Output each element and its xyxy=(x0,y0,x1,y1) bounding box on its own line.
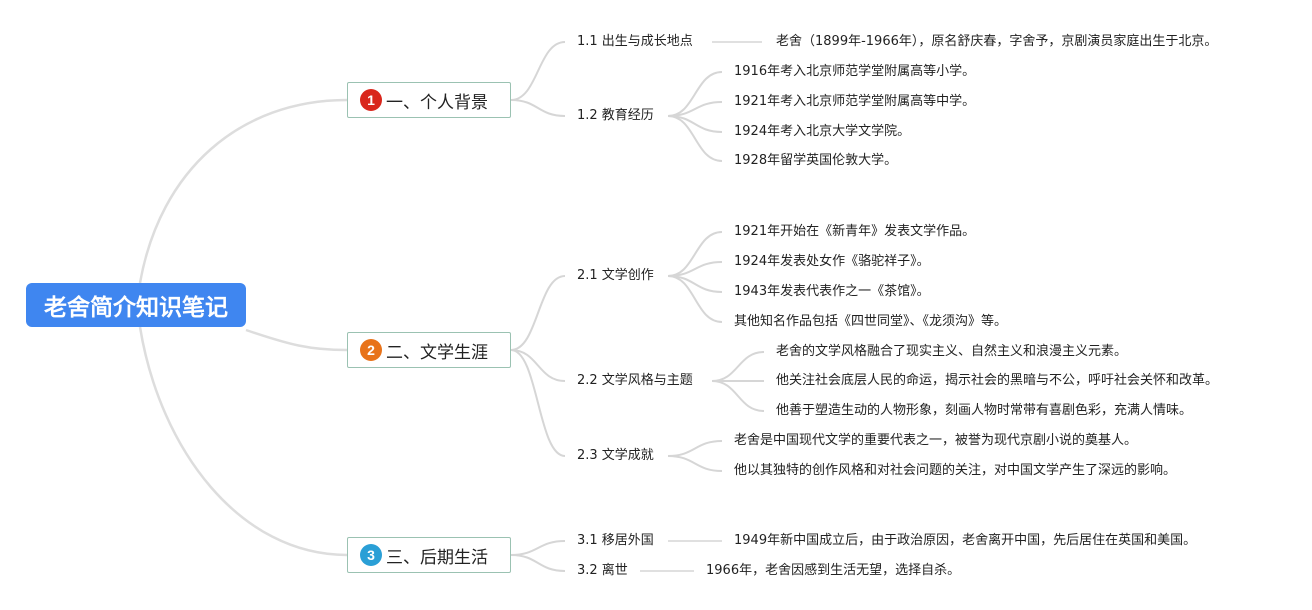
root-link-3 xyxy=(138,326,348,557)
subtopic-3-2[interactable]: 3.2 离世 xyxy=(577,563,628,578)
leaf-2-2-2[interactable]: 他关注社会底层人民的命运，揭示社会的黑暗与不公，呼吁社会关怀和改革。 xyxy=(776,373,1219,388)
branch-title-1: 一、个人背景 xyxy=(386,92,488,113)
link-b3-s1 xyxy=(510,540,566,556)
subtopic-1-2[interactable]: 1.2 教育经历 xyxy=(577,108,654,123)
leaf-2-1-1[interactable]: 1921年开始在《新青年》发表文学作品。 xyxy=(734,224,976,239)
link-b2-s2 xyxy=(510,349,566,382)
root-node[interactable]: 老舍简介知识笔记 xyxy=(26,283,246,327)
link-s22-l3 xyxy=(711,380,765,412)
root-title: 老舍简介知识笔记 xyxy=(44,295,228,321)
leaf-2-1-4[interactable]: 其他知名作品包括《四世同堂》、《龙须沟》等。 xyxy=(734,314,1008,329)
branch-node-2[interactable]: 2 二、文学生涯 xyxy=(347,332,511,368)
link-b1-s1 xyxy=(510,41,566,101)
leaf-1-2-3[interactable]: 1924年考入北京大学文学院。 xyxy=(734,124,911,139)
leaf-2-2-3[interactable]: 他善于塑造生动的人物形象，刻画人物时常带有喜剧色彩，充满人情味。 xyxy=(776,403,1193,418)
leaf-2-1-3[interactable]: 1943年发表代表作之一《茶馆》。 xyxy=(734,284,930,299)
leaf-3-1-1[interactable]: 1949年新中国成立后，由于政治原因，老舍离开中国，先后居住在英国和美国。 xyxy=(734,533,1197,548)
branch-node-1[interactable]: 1 一、个人背景 xyxy=(347,82,511,118)
leaf-2-3-2[interactable]: 他以其独特的创作风格和对社会问题的关注，对中国文学产生了深远的影响。 xyxy=(734,463,1177,478)
leaf-1-2-2[interactable]: 1921年考入北京师范学堂附属高等中学。 xyxy=(734,94,976,109)
link-s23-l2 xyxy=(667,455,723,472)
leaf-2-3-1[interactable]: 老舍是中国现代文学的重要代表之一，被誉为现代京剧小说的奠基人。 xyxy=(734,433,1138,448)
leaf-1-1-1[interactable]: 老舍（1899年-1966年），原名舒庆春，字舍予，京剧演员家庭出生于北京。 xyxy=(776,34,1218,49)
leaf-3-2-1[interactable]: 1966年，老舍因感到生活无望，选择自杀。 xyxy=(706,563,961,578)
link-b1-s2 xyxy=(510,99,566,117)
link-s23-l1 xyxy=(667,440,723,457)
link-b3-s2 xyxy=(510,554,566,572)
link-s12-l4 xyxy=(667,115,723,162)
leaf-2-2-1[interactable]: 老舍的文学风格融合了现实主义、自然主义和浪漫主义元素。 xyxy=(776,344,1128,359)
leaf-1-2-4[interactable]: 1928年留学英国伦敦大学。 xyxy=(734,153,898,168)
branch-title-2: 二、文学生涯 xyxy=(386,342,488,363)
link-b2-s1 xyxy=(510,275,566,351)
root-link-2 xyxy=(245,328,348,352)
badge-1: 1 xyxy=(360,89,382,111)
subtopic-2-3[interactable]: 2.3 文学成就 xyxy=(577,448,654,463)
link-s22-l1 xyxy=(711,351,765,382)
leaf-2-1-2[interactable]: 1924年发表处女作《骆驼祥子》。 xyxy=(734,254,930,269)
leaf-1-2-1[interactable]: 1916年考入北京师范学堂附属高等小学。 xyxy=(734,64,976,79)
root-link-1 xyxy=(138,98,348,284)
badge-3: 3 xyxy=(360,544,382,566)
subtopic-2-2[interactable]: 2.2 文学风格与主题 xyxy=(577,373,693,388)
branch-node-3[interactable]: 3 三、后期生活 xyxy=(347,537,511,573)
branch-title-3: 三、后期生活 xyxy=(386,547,488,568)
badge-2: 2 xyxy=(360,339,382,361)
link-b2-s3 xyxy=(510,349,566,457)
link-s21-l4 xyxy=(667,275,723,323)
subtopic-3-1[interactable]: 3.1 移居外国 xyxy=(577,533,654,548)
subtopic-1-1[interactable]: 1.1 出生与成长地点 xyxy=(577,34,693,49)
subtopic-2-1[interactable]: 2.1 文学创作 xyxy=(577,268,654,283)
